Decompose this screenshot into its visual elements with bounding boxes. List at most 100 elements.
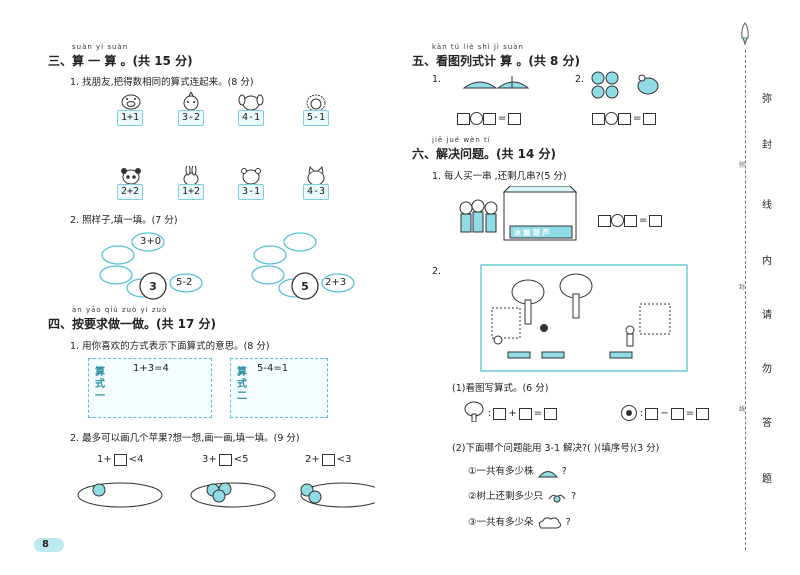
sec6-pinyin: jiě jué wèn tí <box>432 136 491 144</box>
panda-head-icon <box>121 168 141 185</box>
cat-head-icon <box>307 166 325 186</box>
q6-1: 1. 每人买一串 ,还剩几串?(5 分) <box>432 171 567 182</box>
rabbit-head-icon <box>183 166 199 186</box>
option-2-text: ②树上还剩多少只 <box>468 491 544 502</box>
plates-with-apples <box>77 482 375 508</box>
card-2-2[interactable]: 1+2 <box>178 184 204 200</box>
buttons-mouse-image <box>591 71 659 99</box>
box-b[interactable] <box>483 112 496 125</box>
option-3-text: ③一共有多少朵 <box>468 517 534 528</box>
seal-char-8: 题 <box>762 474 772 485</box>
ineq2-box[interactable] <box>218 453 232 466</box>
flower1-side: 5-2 <box>176 277 193 288</box>
grass-icon <box>537 470 558 477</box>
box-c[interactable] <box>544 407 558 420</box>
page-number: 8 <box>42 539 49 550</box>
flower1-center: 3 <box>149 280 157 293</box>
box-a[interactable] <box>457 112 470 125</box>
card-1-4[interactable]: 5-1 <box>303 110 329 126</box>
q4-2: 2. 最多可以画几个苹果?想一想,画一画,填一填。(9 分) <box>70 433 300 444</box>
seal-small-3: 线 <box>739 406 746 413</box>
box-c[interactable] <box>696 407 710 420</box>
apple-icon <box>206 482 232 503</box>
circle-op[interactable] <box>470 112 483 125</box>
expr-box-2[interactable]: 算式二 5-4=1 <box>230 358 328 418</box>
seal-small-2: 封 <box>739 284 746 291</box>
sec4-title: 四、按要求做一做。(共 17 分) <box>48 317 217 331</box>
option-2-qmark: ? <box>571 491 577 502</box>
q3-1: 1. 找朋友,把得数相同的算式连起来。(8 分) <box>70 77 254 88</box>
ineq2-a: 3+ <box>202 453 217 465</box>
q6-2: 2. <box>432 266 442 277</box>
expr-box-1[interactable]: 算式一 1+3=4 <box>88 358 212 418</box>
q3-2: 2. 照样子,填一填。(7 分) <box>70 215 178 226</box>
cloud-icon <box>538 516 561 528</box>
expr-eq-1: 1+3=4 <box>133 363 169 374</box>
card-2-1[interactable]: 2+2 <box>117 184 143 200</box>
chick-head-icon <box>183 92 199 111</box>
sub-q-2: (2)下面哪个问题能用 3-1 解决?( )(填序号)(3 分) <box>452 443 660 454</box>
flower-diagram-1 <box>99 232 203 300</box>
boats-image <box>462 76 530 89</box>
q5-1: 1. <box>432 74 442 85</box>
candy-stall-image <box>459 186 578 241</box>
box-c[interactable] <box>649 214 663 227</box>
option-2: ②树上还剩多少只 ? <box>468 488 576 503</box>
flower2-side: 2+3 <box>325 277 347 288</box>
box-a[interactable] <box>645 407 659 420</box>
circle-op[interactable] <box>605 112 618 125</box>
box-b[interactable] <box>624 214 637 227</box>
box-c[interactable] <box>643 112 657 125</box>
ineq-1: 1+ <4 <box>95 452 146 467</box>
option-3-qmark: ? <box>565 517 571 528</box>
box-a[interactable] <box>598 214 611 227</box>
eq-tree: :+= <box>486 406 558 421</box>
sec3-title: 三、算 一 算 。(共 15 分) <box>48 54 193 68</box>
circle-op[interactable] <box>611 214 624 227</box>
pig-head-icon <box>121 94 141 110</box>
expr-label-2: 算式二 <box>237 367 247 402</box>
card-1-2[interactable]: 3-2 <box>178 110 204 126</box>
box-a[interactable] <box>493 407 507 420</box>
apple-icon <box>92 483 106 497</box>
box-b[interactable] <box>618 112 631 125</box>
box-b[interactable] <box>518 407 532 420</box>
dog-head-icon <box>238 94 264 111</box>
animal-heads-row2 <box>121 166 325 186</box>
q4-1: 1. 用你喜欢的方式表示下面算式的意思。(8 分) <box>70 341 270 352</box>
card-1-1[interactable]: 1+1 <box>117 110 143 126</box>
option-3: ③一共有多少朵 ? <box>468 514 571 530</box>
box-c[interactable] <box>508 112 522 125</box>
ineq1-b: <4 <box>128 453 144 465</box>
card-1-3[interactable]: 4-1 <box>238 110 264 126</box>
option-1-qmark: ? <box>561 466 567 477</box>
ineq1-box[interactable] <box>113 453 127 466</box>
park-scene-image <box>480 264 688 372</box>
flower2-center: 5 <box>301 280 309 293</box>
card-2-3[interactable]: 3-1 <box>238 184 264 200</box>
seal-char-4: 内 <box>762 256 772 267</box>
ineq1-a: 1+ <box>97 453 112 465</box>
soccer-ball-icon <box>621 405 637 421</box>
flower1-top: 3+0 <box>140 236 162 247</box>
rocket-icon <box>741 22 749 46</box>
box-a[interactable] <box>592 112 605 125</box>
stall-sign: 冰 糖 葫 芦 <box>514 229 550 237</box>
card-2-4[interactable]: 4-3 <box>303 184 329 200</box>
bird-icon <box>548 494 566 502</box>
sec5-pinyin: kàn tú liè shì jì suàn <box>432 43 524 51</box>
seal-char-5: 请 <box>762 310 772 321</box>
apple-icon <box>300 483 322 504</box>
eq-5-1: = <box>457 111 522 126</box>
bear-head-icon <box>241 168 261 185</box>
sec5-title: 五、看图列式计 算 。(共 8 分) <box>412 54 581 68</box>
eq-ball: :−= <box>638 406 710 421</box>
sec6-title: 六、解决问题。(共 14 分) <box>412 147 557 161</box>
ineq3-box[interactable] <box>321 453 335 466</box>
eq-5-2: = <box>592 111 657 126</box>
eq-6-1: = <box>598 213 663 228</box>
sub-q-1: (1)看图写算式。(6 分) <box>452 383 549 394</box>
ineq3-b: <3 <box>336 453 352 465</box>
box-b[interactable] <box>670 407 684 420</box>
ineq2-b: <5 <box>233 453 249 465</box>
